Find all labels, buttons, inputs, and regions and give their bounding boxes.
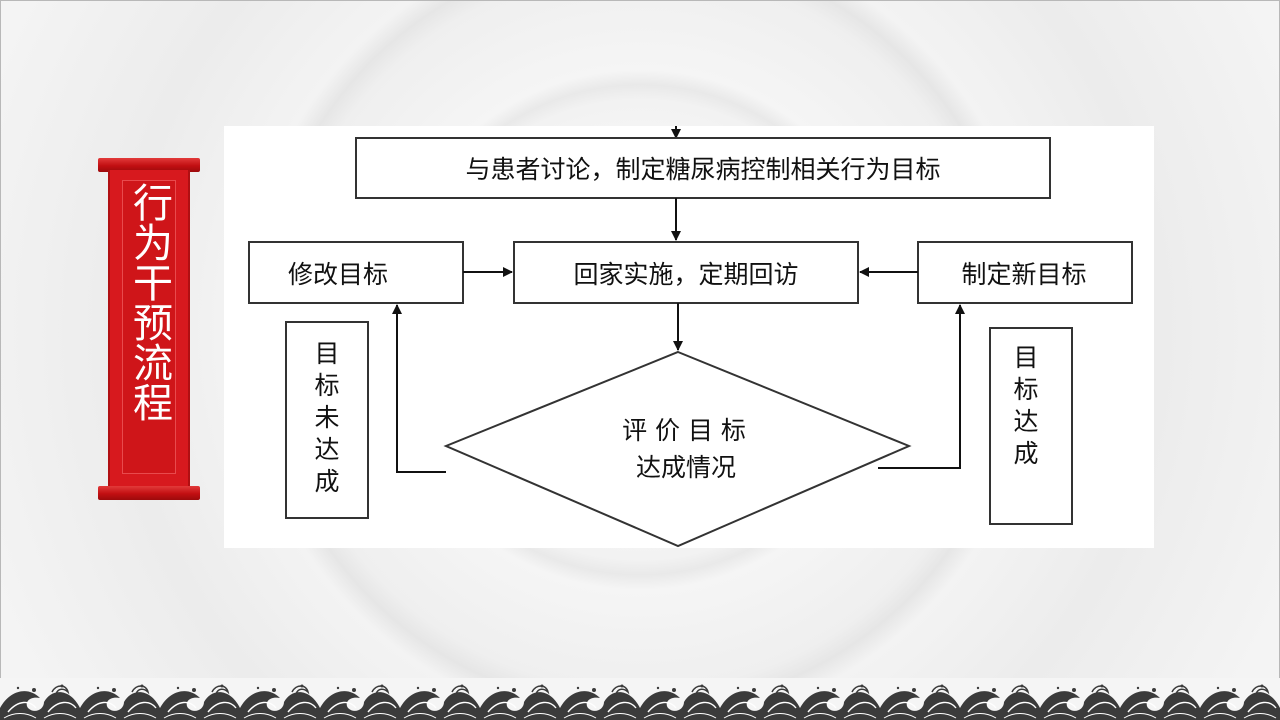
discuss-goals-text: 与患者讨论，制定糖尿病控制相关行为目标 xyxy=(465,155,940,184)
implement-box: 回家实施，定期回访 xyxy=(513,241,859,304)
not-achieved-char-1: 目 xyxy=(314,339,339,368)
modify-goal-box: 修改目标 xyxy=(248,241,464,304)
new-goal-text: 制定新目标 xyxy=(961,260,1086,289)
implement-text: 回家实施，定期回访 xyxy=(573,260,798,289)
achieved-box: 目 标 达 成 xyxy=(989,327,1073,525)
flowchart-panel: 与患者讨论，制定糖尿病控制相关行为目标 回家实施，定期回访 修改目标 制定新目标… xyxy=(224,126,1154,548)
scroll-rod-bottom xyxy=(98,486,200,500)
wave-footer-decoration xyxy=(0,678,1280,720)
achieved-char-3: 达 xyxy=(1013,407,1038,436)
scroll-body xyxy=(108,170,190,488)
evaluate-text-line1: 评 价 目 标 xyxy=(622,416,746,445)
evaluate-diamond: 评 价 目 标 达成情况 xyxy=(443,350,912,548)
arrow-achieved-to-new-goal xyxy=(878,304,965,469)
title-scroll: 行为干预流程 xyxy=(98,158,200,500)
not-achieved-char-4: 达 xyxy=(314,435,339,464)
scroll-inner-panel xyxy=(122,180,176,474)
achieved-char-2: 标 xyxy=(1013,375,1038,404)
modify-goal-text: 修改目标 xyxy=(288,260,388,289)
achieved-char-4: 成 xyxy=(1013,439,1038,468)
slide-title: 行为干预流程 xyxy=(126,182,172,422)
not-achieved-box: 目 标 未 达 成 xyxy=(285,321,369,519)
not-achieved-char-3: 未 xyxy=(314,403,339,432)
new-goal-box: 制定新目标 xyxy=(917,241,1133,304)
discuss-goals-box: 与患者讨论，制定糖尿病控制相关行为目标 xyxy=(355,137,1051,199)
flowchart: 与患者讨论，制定糖尿病控制相关行为目标 回家实施，定期回访 修改目标 制定新目标… xyxy=(248,126,1133,548)
wave-pattern xyxy=(0,678,1280,720)
evaluate-text-line2: 达成情况 xyxy=(636,453,736,482)
achieved-char-1: 目 xyxy=(1013,343,1038,372)
not-achieved-char-5: 成 xyxy=(314,467,339,496)
not-achieved-char-2: 标 xyxy=(314,371,339,400)
scroll-rod-top xyxy=(98,158,200,172)
arrow-not-achieved-to-modify xyxy=(392,304,446,473)
